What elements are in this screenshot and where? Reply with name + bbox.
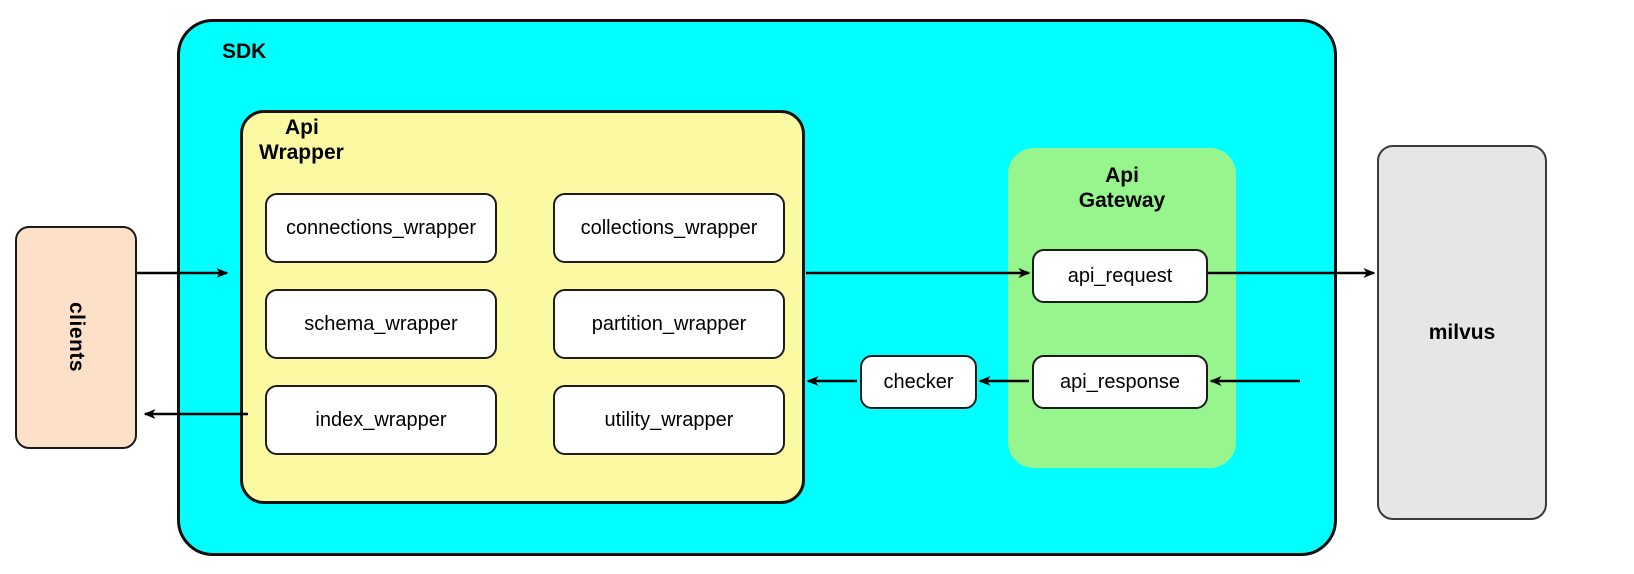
api-gateway-label-line2: Gateway xyxy=(1078,189,1166,213)
node-checker-label: checker xyxy=(883,370,954,393)
node-milvus-label: milvus xyxy=(1428,320,1496,344)
node-clients-label: clients xyxy=(65,302,88,373)
node-partition-wrapper[interactable]: partition_wrapper xyxy=(553,289,785,359)
node-api-response[interactable]: api_response xyxy=(1032,355,1208,409)
node-utility-wrapper-label: utility_wrapper xyxy=(604,408,734,431)
node-connections-wrapper[interactable]: connections_wrapper xyxy=(265,193,497,263)
node-api-request[interactable]: api_request xyxy=(1032,249,1208,303)
node-clients[interactable]: clients xyxy=(15,226,137,449)
api-gateway-label: Api Gateway xyxy=(1008,163,1236,213)
node-index-wrapper-label: index_wrapper xyxy=(315,408,447,431)
node-schema-wrapper[interactable]: schema_wrapper xyxy=(265,289,497,359)
node-connections-wrapper-label: connections_wrapper xyxy=(285,216,477,239)
node-api-request-label: api_request xyxy=(1067,264,1173,287)
node-api-response-label: api_response xyxy=(1059,370,1181,393)
api-wrapper-label-line1: Api xyxy=(285,116,319,139)
sdk-label: SDK xyxy=(222,40,267,63)
node-index-wrapper[interactable]: index_wrapper xyxy=(265,385,497,455)
node-milvus[interactable]: milvus xyxy=(1377,145,1547,520)
node-checker[interactable]: checker xyxy=(860,355,977,409)
node-schema-wrapper-label: schema_wrapper xyxy=(304,312,458,335)
api-gateway-label-line1: Api xyxy=(1105,164,1139,187)
api-wrapper-label-line2: Wrapper xyxy=(259,141,344,165)
node-partition-wrapper-label: partition_wrapper xyxy=(591,312,747,335)
node-collections-wrapper[interactable]: collections_wrapper xyxy=(553,193,785,263)
api-gateway-container xyxy=(1008,148,1236,468)
api-wrapper-label: Api Wrapper xyxy=(259,115,429,165)
node-collections-wrapper-label: collections_wrapper xyxy=(580,216,758,239)
node-utility-wrapper[interactable]: utility_wrapper xyxy=(553,385,785,455)
